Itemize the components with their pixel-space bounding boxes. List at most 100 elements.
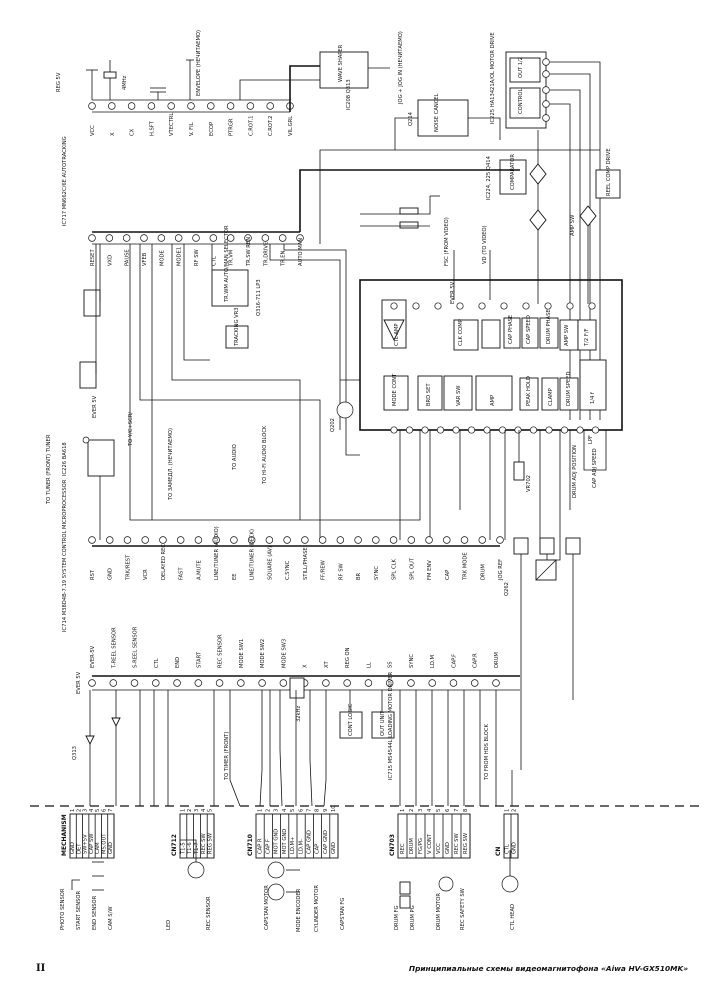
mid-row-pin-label: SPL OUT: [409, 557, 415, 580]
mid-row-pin-label: FAST: [179, 567, 185, 580]
connector-pin-number: 4: [201, 808, 207, 812]
tr-selector-block: TR.WM AUTO/MAN SELECTOR Q316-711 LP3 TRA…: [211, 225, 262, 349]
ic-micro-pin-label: SYNC: [409, 654, 415, 668]
mid-right-boxes: Q262: [504, 537, 581, 770]
svg-text:REEL COMP DRIVE: REEL COMP DRIVE: [606, 148, 612, 196]
bottom-label-rec-sensor: REC SENSOR: [206, 896, 212, 930]
connector-pin-label: CAP: [315, 844, 321, 854]
page-number: II: [36, 963, 46, 974]
mid-row-pin: [496, 536, 504, 544]
bottom-label-cylinder-motor: CYLINDER MOTOR: [314, 885, 320, 932]
mid-row-pin: [141, 536, 149, 544]
connector-pin-label: VCC: [436, 843, 442, 854]
ic-main-pin: [226, 234, 235, 242]
servo-block-label: PEAK HOLD: [526, 376, 532, 406]
connector-pin-number: 7: [454, 809, 460, 812]
svg-text:TO ЗАМЕДЛ. (НЕЧИТАЕМО): TO ЗАМЕДЛ. (НЕЧИТАЕМО): [168, 428, 174, 501]
mid-row-pin: [88, 536, 96, 544]
connector-pin-label: T1-5: [180, 842, 186, 855]
ic-top-pin: [127, 102, 136, 110]
servo-pin-top: [544, 302, 552, 310]
mid-row-pin: [336, 536, 345, 544]
mid-row-pin: [372, 536, 380, 544]
svg-text:IC715 M54544L LOADING MOTOR DR: IC715 M54544L LOADING MOTOR DRIVER: [388, 671, 394, 780]
svg-text:EVER 5V: EVER 5V: [450, 281, 456, 304]
mid-row-pin-label: LINE/TUNER (AUDIO): [214, 526, 220, 580]
ic-main-pin-label: PAUSE: [125, 249, 131, 266]
envelope-output: ENVELOPE (НЕЧИТАЕМО): [186, 30, 202, 100]
connector-mechanism-name: MECHANISM: [61, 814, 68, 856]
connector-pin-label: CAP R: [257, 838, 263, 854]
servo-pin-top: [500, 302, 508, 310]
svg-text:TO FROM HDS BLOCK: TO FROM HDS BLOCK: [484, 723, 490, 781]
servo-block-label: CTL AMP: [394, 324, 400, 346]
ic-main-pin: [157, 234, 166, 242]
mid-row-pin-label: JOG REF: [498, 559, 504, 581]
ic-micro-pin: [343, 679, 351, 687]
photo-transistor-q313: [85, 690, 121, 806]
ic-micro-pin: [322, 679, 330, 687]
page-caption: Принципиальные схемы видеомагнитофона «A…: [409, 964, 688, 973]
connector-cn703-name: CN703: [389, 834, 396, 856]
connector-pin-label: CAP GND: [323, 830, 329, 854]
ic-main-pin-label: MODE: [159, 250, 165, 266]
bottom-label-end-sensor: END SENSOR: [92, 895, 98, 930]
bottom-label-ctl-head: CTL HEAD: [510, 904, 516, 930]
ic-node-q202: Q202: [330, 401, 354, 432]
svg-text:Q202: Q202: [330, 418, 336, 432]
connector-pin-number: 1: [505, 809, 511, 812]
svg-text:OUT UNIT: OUT UNIT: [380, 710, 386, 736]
ic-micro-pin-label: REC SENSOR: [218, 634, 224, 668]
ic-top-pin-label: H.SFT: [149, 120, 155, 136]
svg-text:CAP ADJ SPEED: CAP ADJ SPEED: [592, 448, 598, 488]
motor-drive-ic: OUT 1/2 CONTROL IC225 HA13421A/OL MOTOR …: [490, 32, 601, 420]
connector-cn712-name: CN712: [171, 834, 178, 856]
micro-crystal: 32kHz: [289, 677, 305, 722]
ic-main-pin: [122, 234, 131, 242]
servo-block-label: 1/4 f: [590, 392, 596, 404]
servo-block-label: CAP PHASE: [508, 315, 514, 344]
bottom-label-rec-safety: REC SAFETY SW: [460, 888, 466, 930]
mid-row-pin-label: STILL/PHASE: [303, 547, 309, 580]
ic-micro-pin-label: CAP.F: [451, 654, 457, 668]
servo-pin: [591, 426, 600, 434]
ic-main-pin: [261, 234, 270, 242]
ic-main-pin-label: CTL: [211, 256, 217, 266]
mid-row-pin-label: SPL CLK: [392, 559, 398, 580]
ic-main-pin-label: RF SW: [194, 249, 200, 266]
ic-micro-pin: [279, 679, 288, 687]
ic-micro-pin-label: X: [303, 664, 309, 668]
servo-pin: [467, 426, 476, 434]
mid-row-pin-label: VCR: [143, 569, 149, 580]
ic-micro-pin-label: DRUM: [494, 652, 500, 668]
servo-ic: [359, 279, 623, 431]
ic-micro-pin: [215, 679, 224, 687]
connector-pin-number: 3: [83, 809, 89, 812]
connector-pin-label: DET: [76, 843, 82, 854]
connector-pin-number: 5: [208, 809, 214, 812]
mid-row-pin: [176, 536, 185, 544]
connector-pin-number: 9: [323, 809, 329, 812]
svg-text:VD (TO VIDEO): VD (TO VIDEO): [482, 225, 488, 264]
svg-text:Q313: Q313: [72, 746, 78, 760]
ic-micro-pin-label: END: [175, 657, 181, 668]
ic-top-pin-label: VIL.GRL: [288, 116, 294, 136]
connector-pin-number: 5: [436, 809, 442, 812]
mid-row-pin: [478, 536, 487, 544]
servo-block-label: AMP SW: [564, 325, 570, 346]
connector-pin-label: REC SW: [454, 833, 460, 854]
svg-text:IC717 MN662C/6E AUTOTRACKING: IC717 MN662C/6E AUTOTRACKING: [62, 136, 68, 226]
connector-pin-number: 2: [409, 809, 415, 812]
mid-row-pin-label: LINE/TUNER (DECK): [250, 529, 256, 580]
connector-pin-label: V CONT: [427, 833, 433, 854]
ic-main-pin: [296, 234, 304, 242]
ic-micro-pin: [470, 679, 479, 687]
servo-pin: [452, 426, 460, 434]
connector-pin-number: 4: [89, 808, 95, 812]
svg-text:TRACKING VR3: TRACKING VR3: [234, 307, 240, 347]
connector-cn_ctl-name: CN: [495, 847, 502, 856]
connector-pin-number: 1: [257, 809, 263, 812]
vcc-reg-5v: REG 5V: [56, 69, 98, 100]
ic-micro-pin: [364, 679, 373, 687]
ic-micro-pin: [492, 679, 500, 687]
